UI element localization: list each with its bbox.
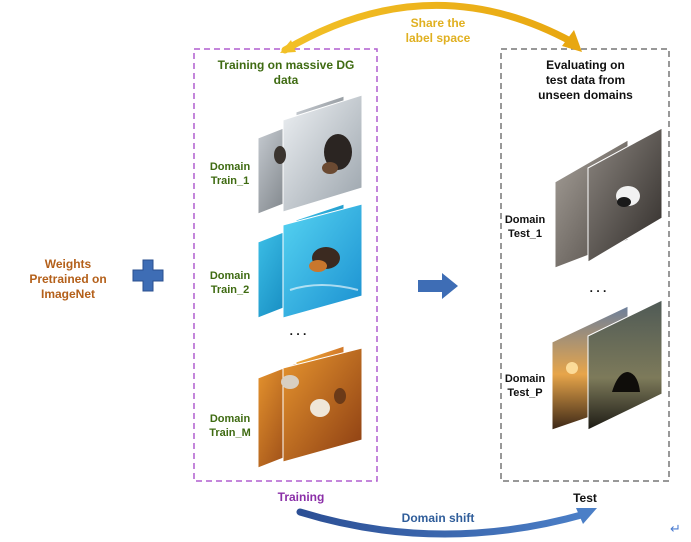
plus-icon: [132, 259, 164, 292]
domain-train-2-line-1: Domain: [209, 270, 251, 282]
training-title-line-1: Training on massive DG: [217, 58, 355, 72]
share-label-arrowtail: [280, 40, 296, 53]
test-caption: Test: [573, 491, 597, 505]
domain-shift-label: Domain shift: [401, 511, 475, 525]
train-m-images: [257, 345, 363, 469]
test-p-images: [551, 299, 663, 431]
share-label-text: Share the label space: [388, 16, 488, 46]
domain-train-m-line-1: Domain: [209, 413, 251, 425]
domain-train-m-label: Domain Train_M: [200, 413, 260, 441]
test-title: Evaluating on test data from unseen doma…: [508, 58, 663, 103]
share-label-line-1: Share the: [410, 16, 466, 30]
domain-test-p-line-1: Domain: [504, 373, 546, 385]
right-arrow-icon: [418, 273, 458, 299]
domain-test-p-label: Domain Test_P: [497, 373, 553, 401]
weights-label: Weights Pretrained on ImageNet: [16, 257, 120, 302]
test-title-line-2: test data from: [545, 73, 626, 87]
test-ellipsis: . . .: [589, 281, 607, 295]
weights-line-3: ImageNet: [40, 287, 96, 301]
return-glyph: ↵: [670, 522, 681, 537]
weights-line-1: Weights: [44, 257, 92, 271]
test-title-line-3: unseen domains: [538, 88, 633, 102]
training-title: Training on massive DG data: [196, 58, 376, 88]
share-label-line-2: label space: [405, 31, 471, 45]
domain-test-1-line-1: Domain: [504, 214, 546, 226]
train-1-images: [257, 94, 363, 215]
share-label-arrowhead: [562, 30, 582, 52]
domain-train-2-line-2: Train_2: [210, 283, 250, 296]
domain-test-1-label: Domain Test_1: [497, 214, 553, 242]
training-caption: Training: [277, 490, 325, 504]
domain-train-1-line-1: Domain: [209, 161, 251, 173]
test-1-images: [554, 127, 663, 269]
domain-test-1-line-2: Test_1: [507, 227, 543, 240]
domain-train-1-label: Domain Train_1: [200, 161, 260, 189]
test-box: [500, 48, 670, 482]
domain-train-m-line-2: Train_M: [209, 426, 251, 439]
test-title-line-1: Evaluating on: [546, 58, 625, 72]
domain-shift-arrowhead: [576, 508, 597, 524]
domain-test-p-line-2: Test_P: [507, 386, 543, 399]
domain-train-2-label: Domain Train_2: [200, 270, 260, 298]
weights-line-2: Pretrained on: [29, 272, 107, 286]
domain-train-1-line-2: Train_1: [210, 174, 250, 187]
domain-shift-arrow: [296, 508, 589, 538]
training-ellipsis: . . .: [289, 324, 307, 338]
train-2-images: [257, 203, 363, 319]
training-title-line-2: data: [273, 73, 299, 87]
share-label-arrow: [281, 2, 576, 54]
